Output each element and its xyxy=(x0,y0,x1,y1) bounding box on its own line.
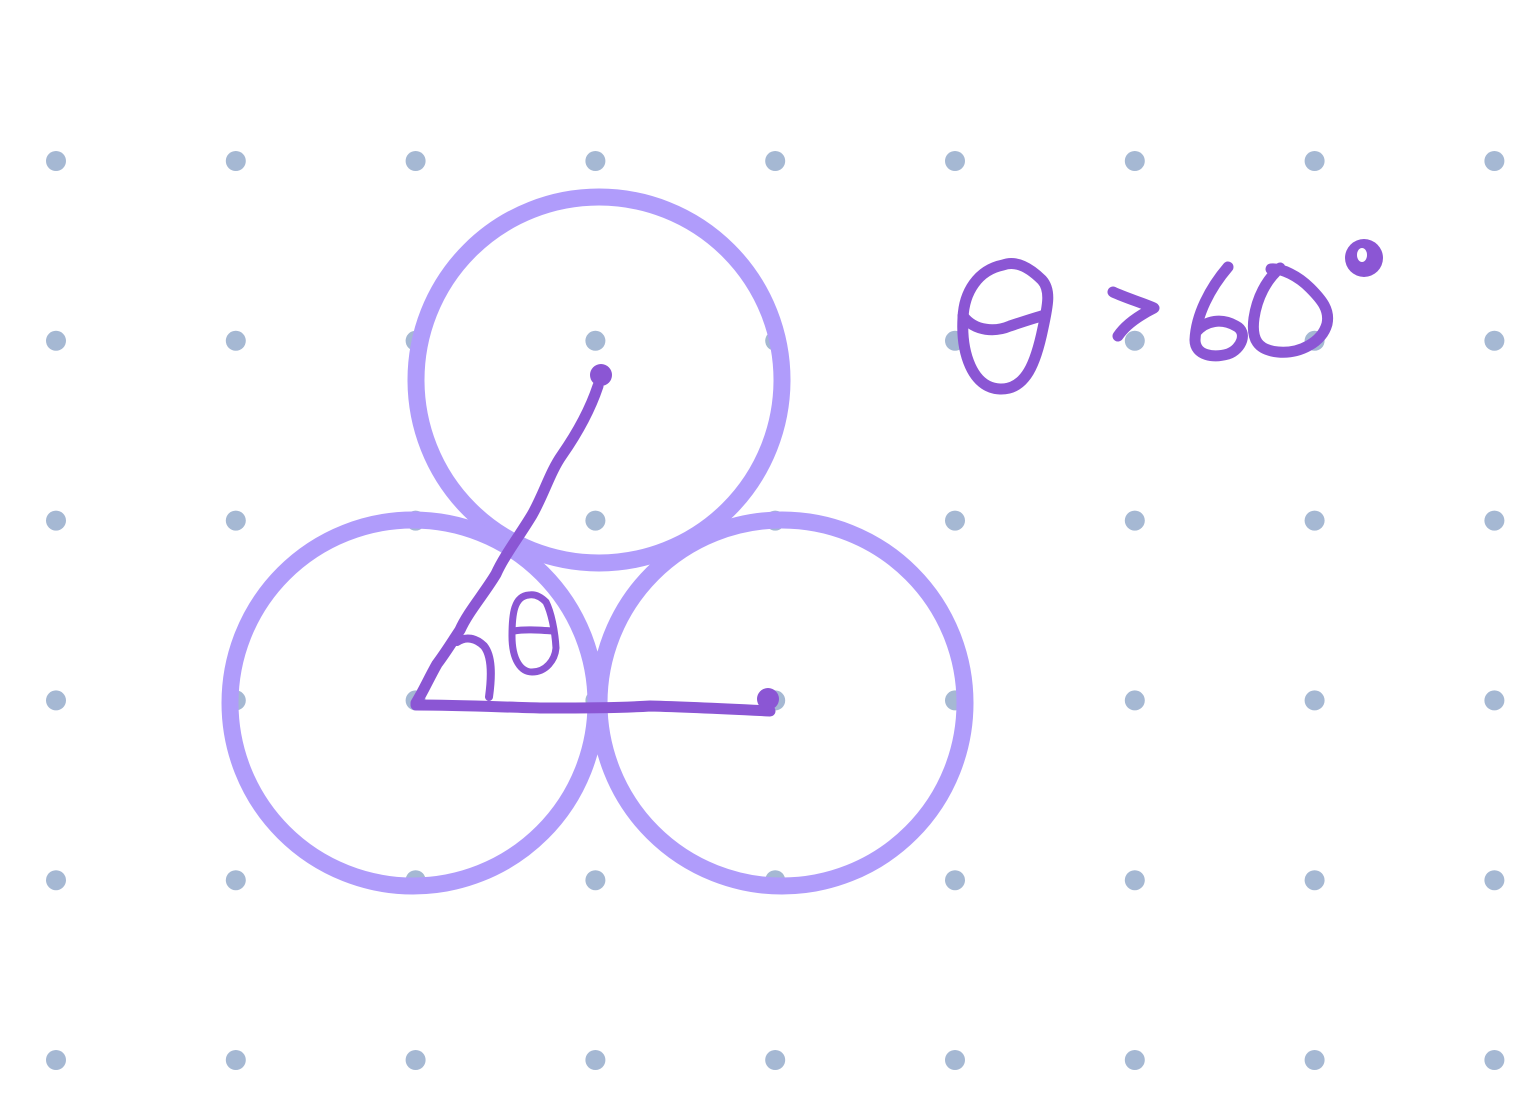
grid-dot xyxy=(1124,151,1145,171)
grid-dot xyxy=(46,151,66,171)
grid-dot xyxy=(1484,151,1505,171)
grid-dot xyxy=(405,151,426,171)
theta-glyph xyxy=(957,258,1054,395)
top-circle xyxy=(407,188,791,572)
grid-dot xyxy=(585,510,606,531)
grid-dot xyxy=(225,1050,246,1070)
grid-dot xyxy=(1304,510,1325,531)
grid-dot xyxy=(945,151,965,171)
grid-dot xyxy=(765,1050,786,1070)
grid-dot xyxy=(225,151,246,171)
grid-dot xyxy=(225,330,246,351)
grid-dot xyxy=(1124,510,1145,531)
grid-dot xyxy=(585,151,606,171)
degree-symbol xyxy=(1345,239,1383,277)
grid-dot xyxy=(1484,870,1505,891)
grid-dot xyxy=(1484,690,1505,711)
angle-construction xyxy=(410,364,779,717)
grid-dot xyxy=(1304,870,1325,891)
grid-dot xyxy=(945,1050,965,1070)
grid-dot xyxy=(46,690,66,711)
grid-dot xyxy=(1484,330,1505,351)
annotation xyxy=(957,239,1383,395)
grid-dot xyxy=(945,870,965,891)
grid-dot xyxy=(1124,690,1145,711)
small-theta xyxy=(508,591,560,676)
grid-dot xyxy=(46,870,66,891)
grid-dot xyxy=(46,330,66,351)
slanted-line xyxy=(410,380,604,709)
grid-dot xyxy=(1484,1050,1505,1070)
grid-dot xyxy=(1304,151,1325,171)
horizontal-line xyxy=(410,699,776,717)
circles xyxy=(221,188,974,895)
grid-dot xyxy=(1484,510,1505,531)
grid-dot xyxy=(1124,1050,1145,1070)
grid-dot xyxy=(1304,1050,1325,1070)
digit-zero xyxy=(1247,262,1334,358)
top-endpoint-dot xyxy=(590,364,612,386)
grid-dot xyxy=(1124,870,1145,891)
angle-arc xyxy=(453,634,495,701)
grid-dot xyxy=(1124,330,1145,351)
grid-dot xyxy=(945,510,965,531)
grid-dot xyxy=(225,510,246,531)
grid-dot xyxy=(765,151,786,171)
digit-six xyxy=(1189,261,1248,362)
grid-dot xyxy=(1304,690,1325,711)
grid-dot xyxy=(405,1050,426,1070)
grid-dot xyxy=(585,1050,606,1070)
grid-dot xyxy=(225,870,246,891)
grid-dot xyxy=(46,510,66,531)
grid-dot xyxy=(46,1050,66,1070)
grid-dot xyxy=(585,330,606,351)
right-endpoint-dot xyxy=(757,688,779,710)
greater-than-sign xyxy=(1107,286,1160,342)
grid-dot xyxy=(585,870,606,891)
